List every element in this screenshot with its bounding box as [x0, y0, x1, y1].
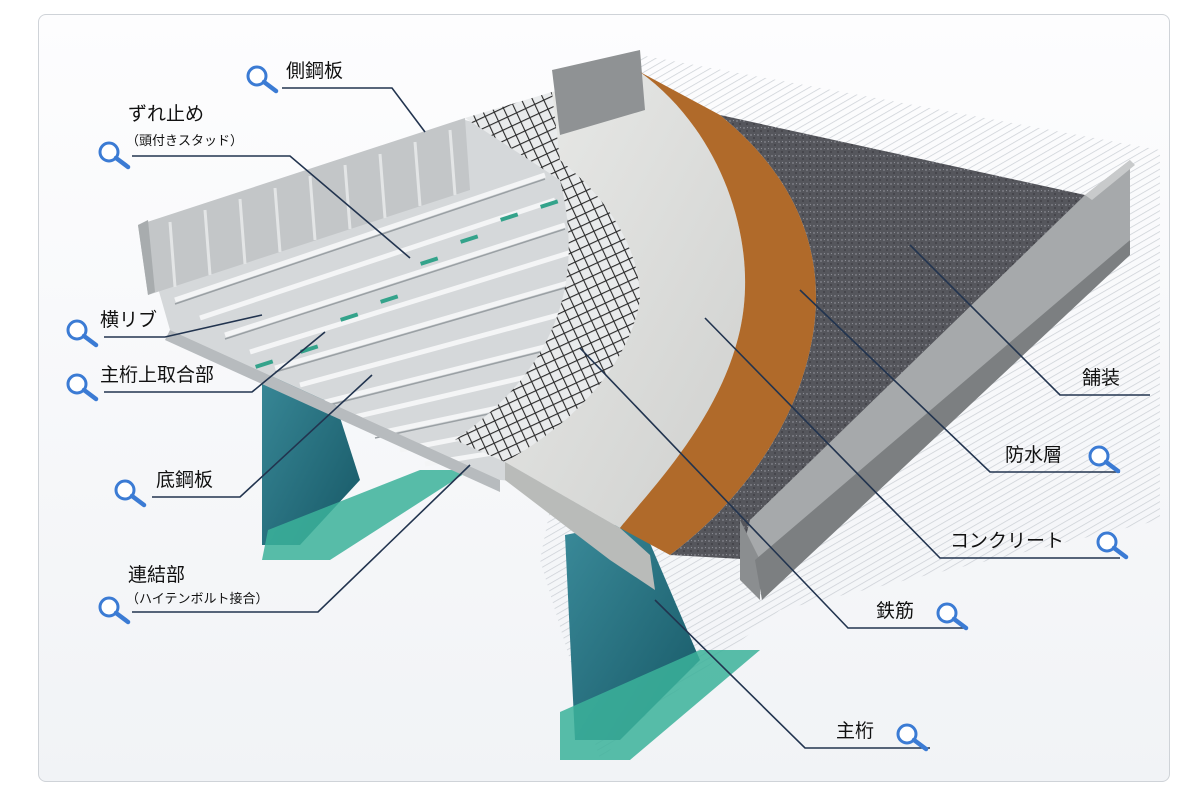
back-wall	[552, 50, 645, 135]
magnifier-icon[interactable]	[112, 478, 150, 508]
label-concrete: コンクリート	[950, 530, 1065, 552]
leader-main-girder	[654, 599, 930, 749]
magnifier-icon[interactable]	[1094, 530, 1132, 560]
label-paving: 舗装	[1082, 367, 1121, 389]
label-connection: 連結部	[128, 564, 186, 586]
label-stud-sub: （頭付きスタッド）	[126, 134, 244, 149]
label-connection-sub: （ハイテンボルト接合）	[126, 592, 269, 607]
leader-stud	[132, 155, 411, 259]
label-rib: 横リブ	[100, 309, 158, 331]
leader-bottom-plate	[152, 374, 373, 498]
magnifier-icon[interactable]	[894, 722, 932, 752]
magnifier-icon[interactable]	[934, 601, 972, 631]
magnifier-icon[interactable]	[64, 372, 102, 402]
leader-concrete	[704, 317, 1120, 559]
concrete-face	[505, 462, 655, 590]
label-girder-joint: 主桁上取合部	[100, 364, 215, 386]
label-waterproof: 防水層	[1005, 444, 1063, 466]
leader-paving	[909, 244, 1150, 396]
paving-layer	[670, 115, 1085, 560]
waterproof-layer	[620, 72, 816, 555]
label-rebar: 鉄筋	[876, 600, 915, 622]
right-curb	[740, 160, 1135, 600]
label-stud: ずれ止め	[128, 103, 205, 125]
leader-side-plate	[282, 87, 426, 133]
stud-markers	[255, 199, 559, 369]
label-side-plate: 側鋼板	[286, 60, 344, 82]
leader-lines	[104, 87, 1150, 749]
magnifier-icon[interactable]	[96, 140, 134, 170]
side-plate-shape	[138, 118, 470, 295]
rebar-mesh	[455, 92, 640, 462]
label-main-girder: 主桁	[836, 720, 875, 742]
magnifier-icon[interactable]	[244, 64, 282, 94]
concrete-slab	[505, 72, 746, 528]
leader-waterproof	[799, 289, 1120, 473]
leader-rib	[104, 314, 263, 338]
magnifier-icon[interactable]	[64, 318, 102, 348]
main-girders	[262, 355, 760, 760]
magnifier-icon[interactable]	[1086, 444, 1124, 474]
leader-girder-joint	[104, 331, 326, 393]
magnifier-icon[interactable]	[96, 595, 134, 625]
label-bottom-plate: 底鋼板	[156, 469, 214, 491]
leader-connection	[132, 464, 471, 613]
leader-rebar	[579, 347, 968, 629]
